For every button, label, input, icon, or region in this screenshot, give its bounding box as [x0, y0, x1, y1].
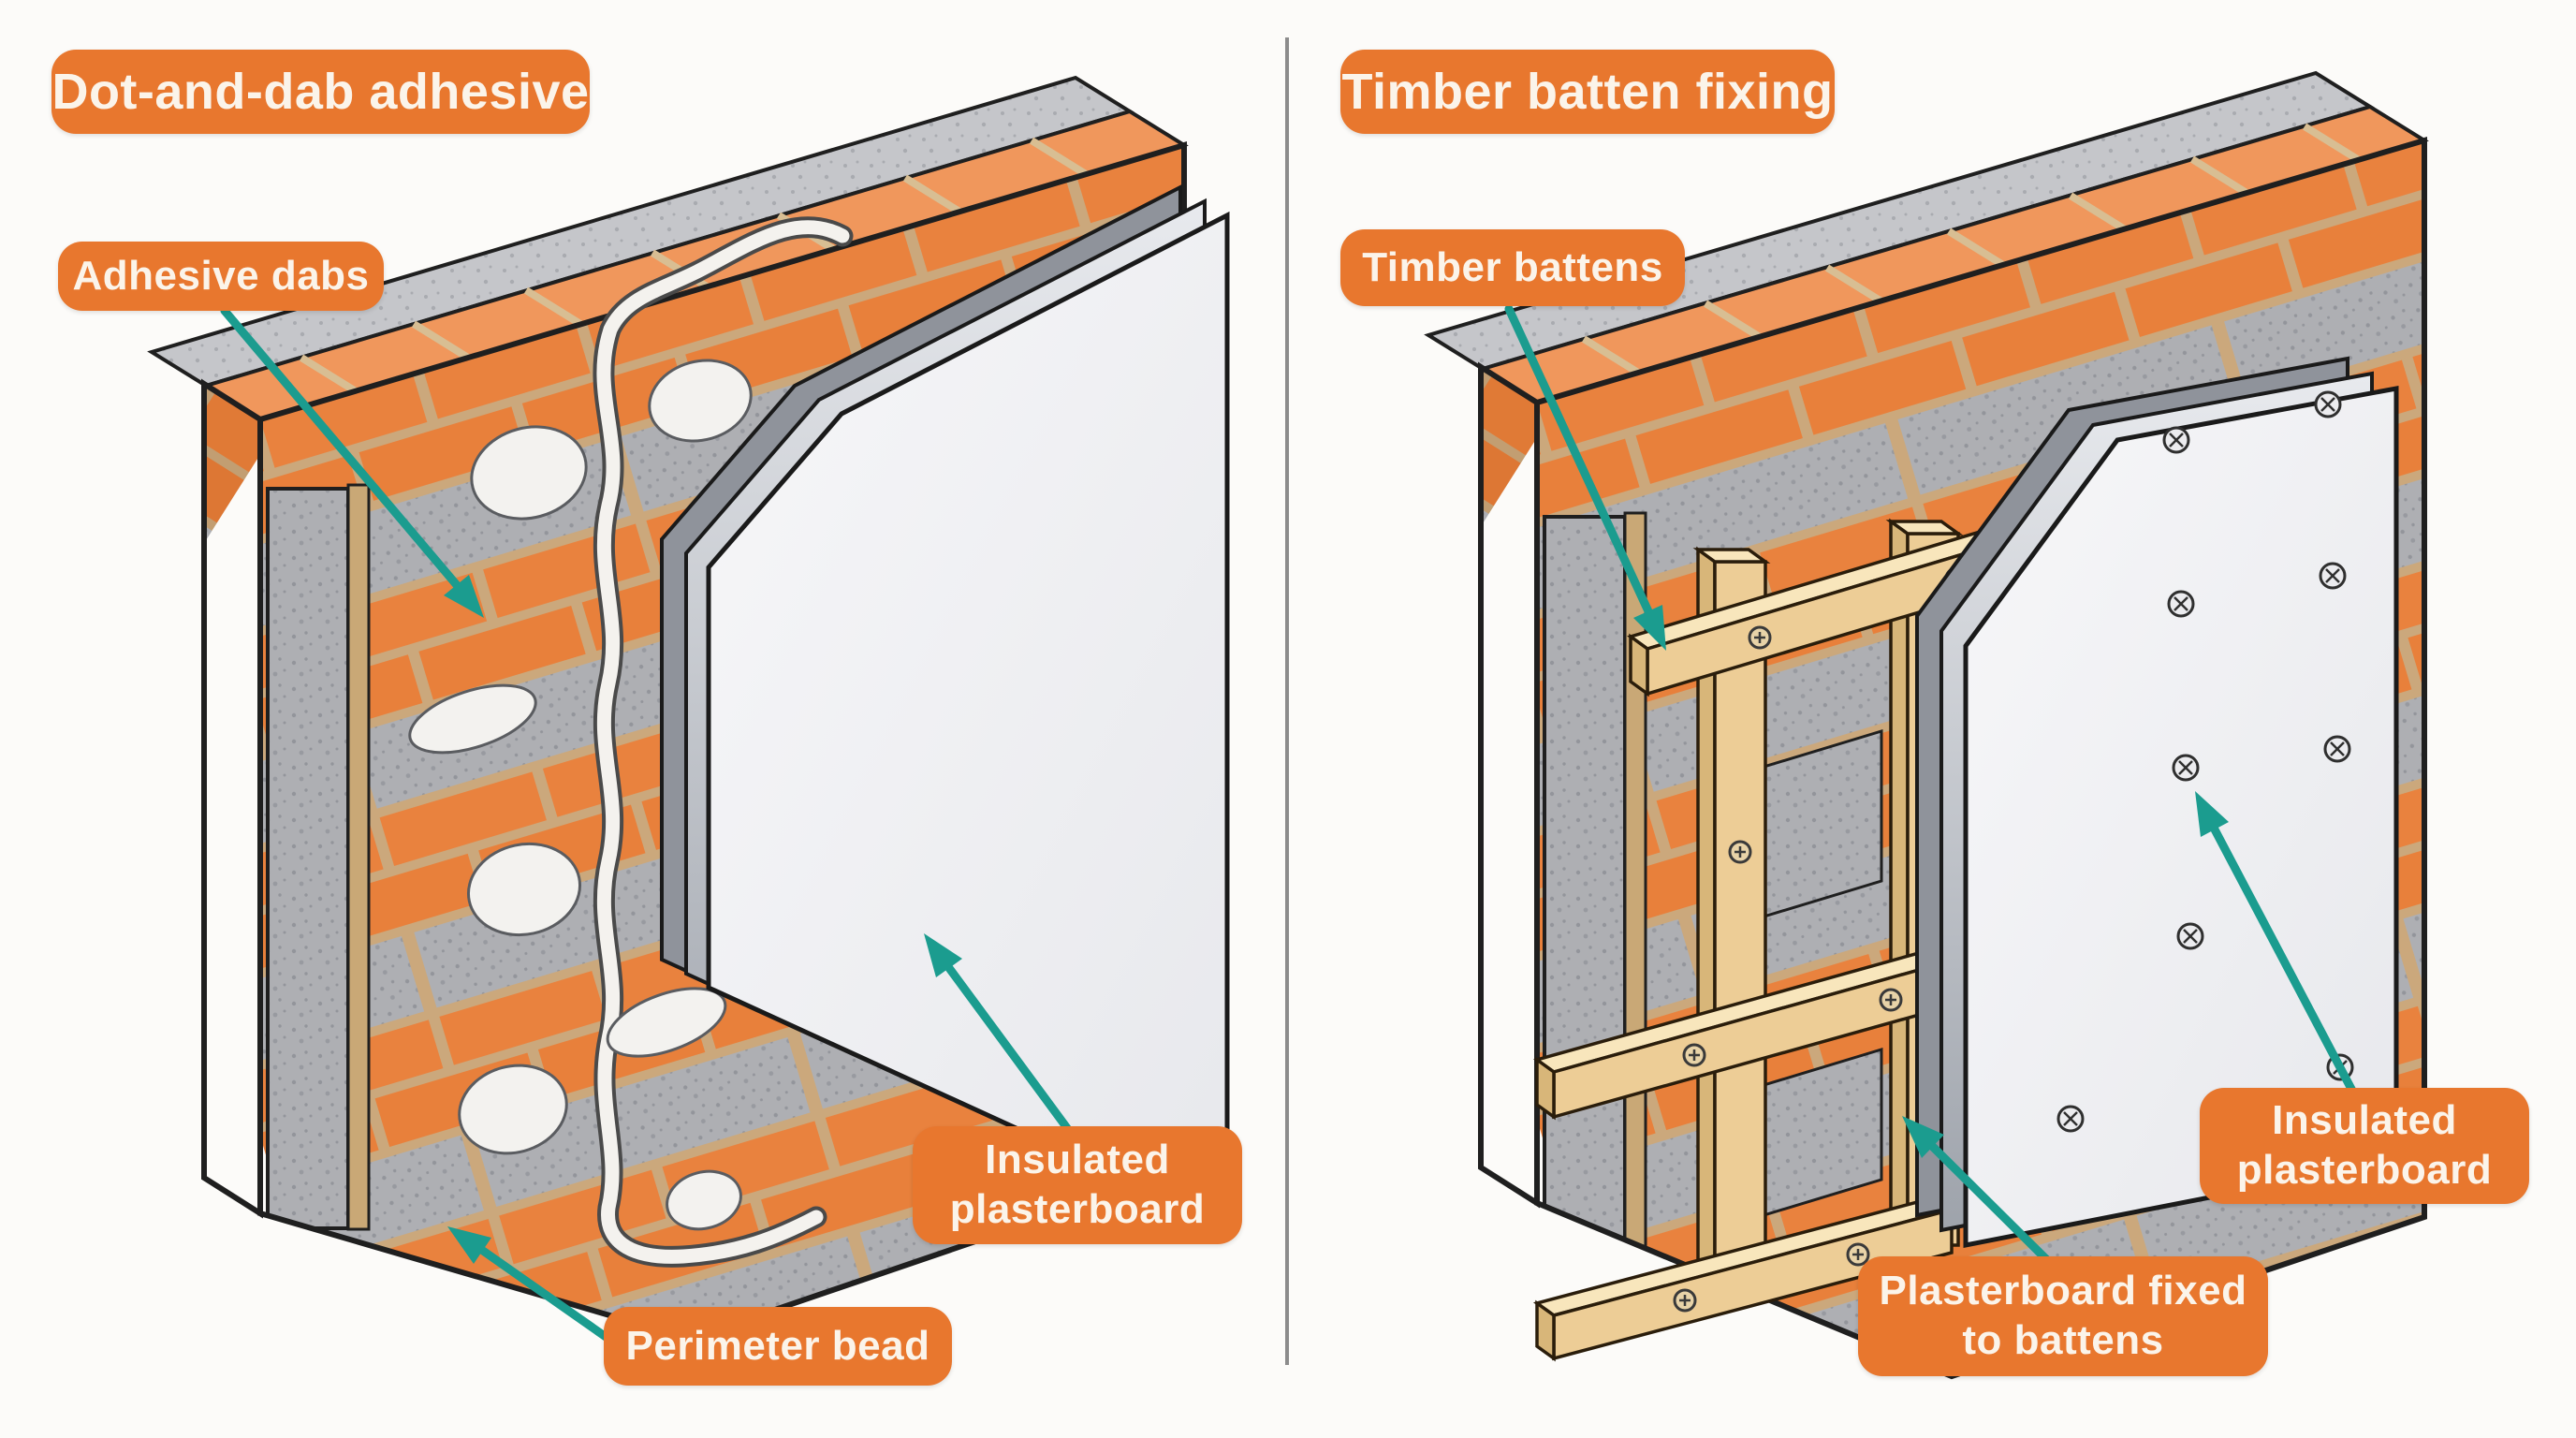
- adhesive-dab-blobs: [408, 359, 753, 1231]
- label-insulated-plasterboard-right: Insulated plasterboard: [2200, 1088, 2529, 1204]
- arrow-icon-insulated-plasterboard-right: [2195, 791, 2357, 1095]
- arrow-icon-insulated-plasterboard-left: [924, 933, 1072, 1133]
- arrow-icon-timber-battens: [1504, 304, 1666, 651]
- inner-leaf-channel: [266, 487, 350, 1230]
- inner-leaf-channel: [1543, 515, 1627, 1249]
- perimeter-bead-line: [593, 216, 854, 1268]
- left-wall-illustration: [147, 75, 1230, 1343]
- right-wall-illustration: [1424, 70, 2429, 1380]
- insulated-plasterboard-panel-right: [1915, 356, 2399, 1249]
- arrow-icon-plasterboard-fixed: [1902, 1116, 2051, 1264]
- right-panel-title: Timber batten fixing: [1340, 50, 1835, 134]
- label-timber-battens: Timber battens: [1340, 229, 1685, 306]
- label-insulated-plasterboard-left: Insulated plasterboard: [913, 1126, 1242, 1244]
- left-panel-title: Dot-and-dab adhesive: [51, 50, 590, 134]
- pointer-arrows: [220, 304, 2357, 1343]
- label-adhesive-dabs: Adhesive dabs: [58, 242, 384, 311]
- insulated-plasterboard-panel-left: [660, 183, 1230, 1228]
- label-perimeter-bead: Perimeter bead: [604, 1307, 952, 1386]
- arrow-icon-perimeter-bead: [447, 1226, 613, 1343]
- label-plasterboard-fixed-to-battens: Plasterboard fixed to battens: [1858, 1256, 2268, 1376]
- arrow-icon-adhesive-dabs: [220, 306, 484, 618]
